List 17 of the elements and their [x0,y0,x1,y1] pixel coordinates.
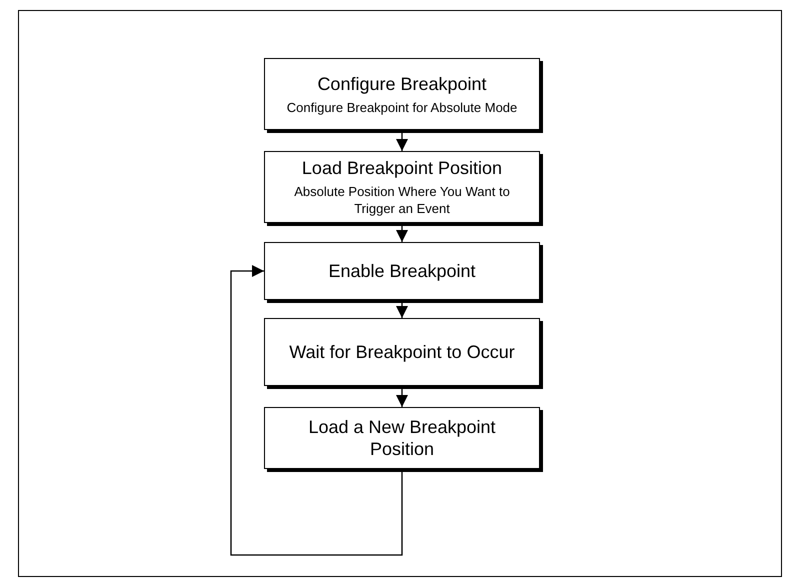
arrow [396,389,408,407]
step-description: Absolute Position Where You Want to Trigger an Event [293,183,511,217]
step-title: Load Breakpoint Position [300,157,504,179]
process-box [264,58,540,130]
arrow [396,226,408,242]
process-box [264,407,540,469]
step-title: Load a New Breakpoint Position [307,416,497,460]
arrow [396,133,408,151]
step-description: Configure Breakpoint for Absolute Mode [286,98,518,116]
step-title: Wait for Breakpoint to Occur [288,341,516,363]
step-title: Enable Breakpoint [327,260,477,282]
arrow [396,303,408,318]
process-box [264,151,540,223]
arrow [230,265,403,556]
process-box [264,318,540,386]
process-box [264,242,540,300]
step-title: Configure Breakpoint [316,72,488,94]
